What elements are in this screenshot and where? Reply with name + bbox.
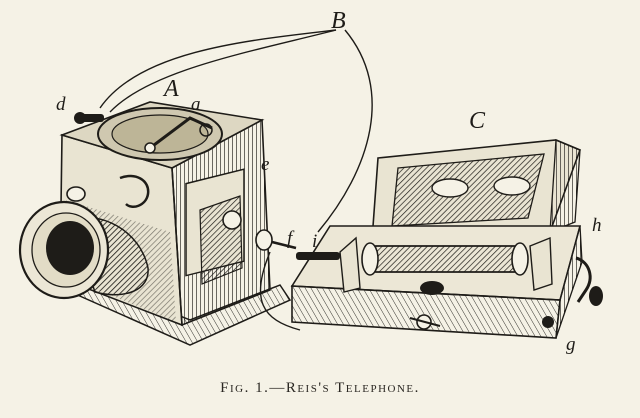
terminal-f-connector (255, 229, 297, 251)
label-h: h (592, 215, 602, 236)
label-A: A (162, 76, 179, 102)
receiver-lid (371, 139, 582, 241)
label-f: f (287, 228, 295, 249)
mouthpiece (18, 186, 149, 300)
label-e: e (261, 154, 269, 175)
label-B: B (331, 8, 346, 34)
label-a: a (191, 94, 201, 115)
label-d: d (56, 94, 66, 115)
figure-caption: Fig. 1.—Reis's Telephone. (220, 380, 420, 396)
label-g: g (566, 334, 576, 355)
label-C: C (469, 108, 486, 134)
label-i: i (312, 231, 317, 252)
receiver-base (290, 225, 603, 339)
terminal-d-screw (74, 112, 104, 124)
